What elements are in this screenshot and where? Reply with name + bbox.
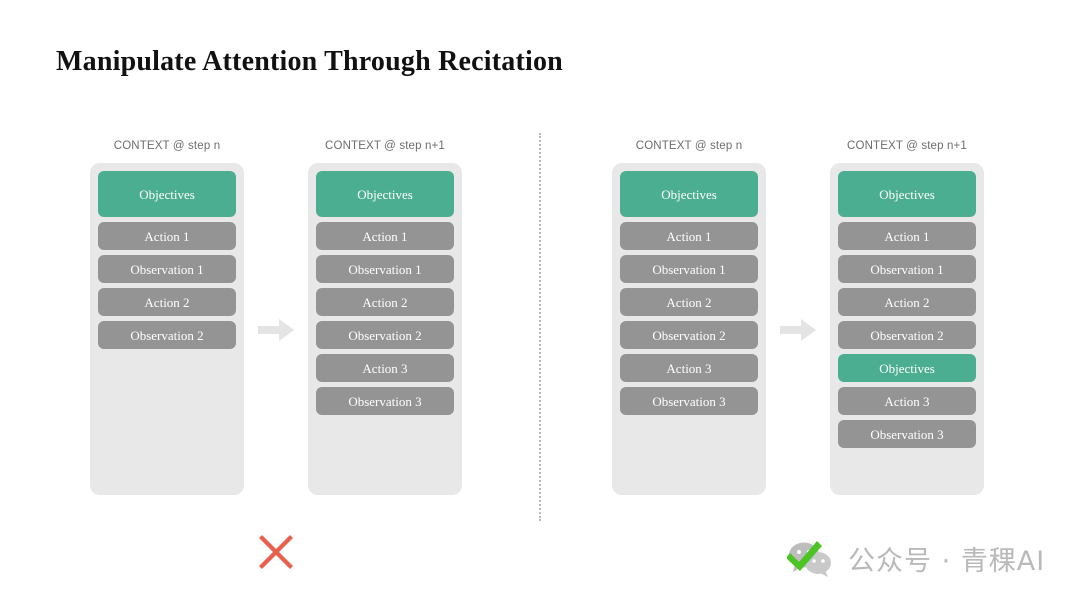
context-block-objectives[interactable]: Objectives <box>620 171 758 217</box>
context-block-action-1[interactable]: Action 1 <box>620 222 758 250</box>
context-block-observation-1[interactable]: Observation 1 <box>98 255 236 283</box>
context-block-objectives[interactable]: Objectives <box>838 171 976 217</box>
context-block-action-2[interactable]: Action 2 <box>838 288 976 316</box>
context-block-observation-3[interactable]: Observation 3 <box>620 387 758 415</box>
wechat-icon <box>787 536 839 580</box>
watermark: 公众号 · 青稞AI <box>787 536 1045 580</box>
context-block-objectives-recited[interactable]: Objectives <box>838 354 976 382</box>
verdict-cross <box>252 530 300 578</box>
column-step-n: CONTEXT @ step n Objectives Action 1 Obs… <box>90 140 244 495</box>
context-block-observation-1[interactable]: Observation 1 <box>838 255 976 283</box>
context-block-observation-1[interactable]: Observation 1 <box>316 255 454 283</box>
group-divider <box>539 133 541 521</box>
context-block-action-1[interactable]: Action 1 <box>838 222 976 250</box>
column-header: CONTEXT @ step n+1 <box>847 140 967 152</box>
column-header: CONTEXT @ step n <box>113 140 221 152</box>
column-header: CONTEXT @ step n+1 <box>325 140 445 152</box>
arrow-right-icon <box>258 319 294 341</box>
column-header: CONTEXT @ step n <box>635 140 743 152</box>
context-block-objectives[interactable]: Objectives <box>316 171 454 217</box>
column-step-n-plus-1: CONTEXT @ step n+1 Objectives Action 1 O… <box>830 140 984 495</box>
column-step-n: CONTEXT @ step n Objectives Action 1 Obs… <box>612 140 766 495</box>
context-block-action-2[interactable]: Action 2 <box>620 288 758 316</box>
transition-arrow <box>766 164 830 496</box>
column-step-n-plus-1: CONTEXT @ step n+1 Objectives Action 1 O… <box>308 140 462 495</box>
context-block-action-3[interactable]: Action 3 <box>620 354 758 382</box>
context-block-observation-2[interactable]: Observation 2 <box>620 321 758 349</box>
context-panel: Objectives Action 1 Observation 1 Action… <box>308 163 462 495</box>
context-block-action-3[interactable]: Action 3 <box>838 387 976 415</box>
transition-arrow <box>244 164 308 496</box>
context-block-action-2[interactable]: Action 2 <box>98 288 236 316</box>
context-block-action-1[interactable]: Action 1 <box>316 222 454 250</box>
group-with-recitation: CONTEXT @ step n Objectives Action 1 Obs… <box>612 140 984 496</box>
context-block-observation-1[interactable]: Observation 1 <box>620 255 758 283</box>
context-block-objectives[interactable]: Objectives <box>98 171 236 217</box>
cross-icon <box>255 531 297 578</box>
arrow-right-icon <box>780 319 816 341</box>
context-block-action-2[interactable]: Action 2 <box>316 288 454 316</box>
context-block-observation-2[interactable]: Observation 2 <box>98 321 236 349</box>
context-block-observation-3[interactable]: Observation 3 <box>838 420 976 448</box>
context-block-observation-2[interactable]: Observation 2 <box>316 321 454 349</box>
context-block-action-3[interactable]: Action 3 <box>316 354 454 382</box>
context-panel: Objectives Action 1 Observation 1 Action… <box>830 163 984 495</box>
context-panel: Objectives Action 1 Observation 1 Action… <box>612 163 766 495</box>
page-title: Manipulate Attention Through Recitation <box>56 46 563 77</box>
context-block-action-1[interactable]: Action 1 <box>98 222 236 250</box>
context-block-observation-2[interactable]: Observation 2 <box>838 321 976 349</box>
context-panel: Objectives Action 1 Observation 1 Action… <box>90 163 244 495</box>
watermark-text: 公众号 · 青稞AI <box>848 545 1046 577</box>
context-block-observation-3[interactable]: Observation 3 <box>316 387 454 415</box>
group-without-recitation: CONTEXT @ step n Objectives Action 1 Obs… <box>90 140 462 496</box>
